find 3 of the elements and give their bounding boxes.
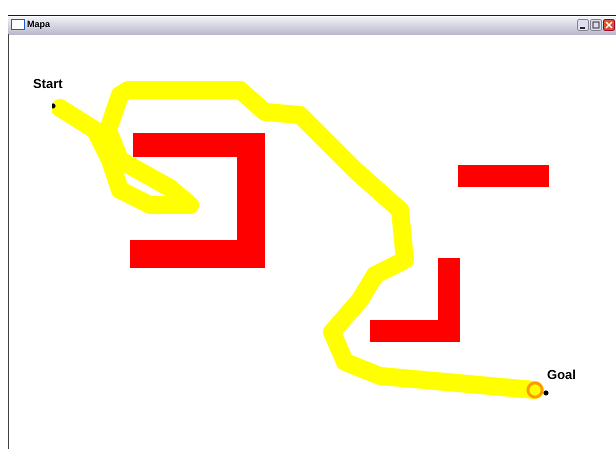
- start-label: Start: [33, 76, 63, 91]
- window-title: Mapa: [27, 19, 50, 29]
- goal-label: Goal: [547, 367, 576, 382]
